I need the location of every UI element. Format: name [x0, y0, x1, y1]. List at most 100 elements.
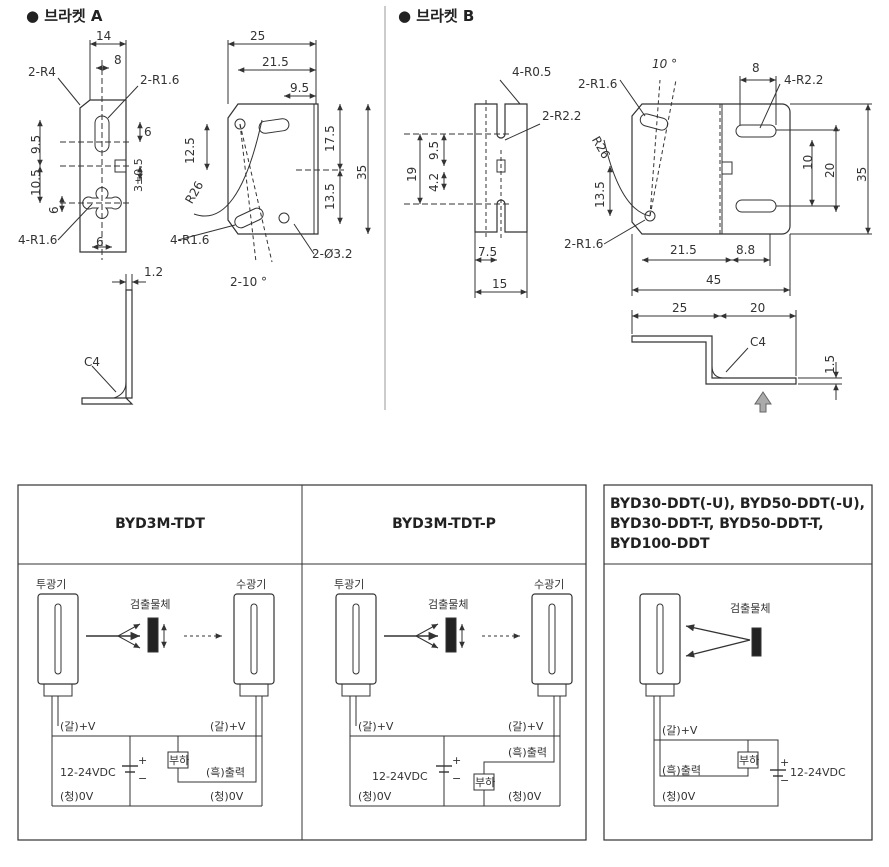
- dim-b-r2-2-left: 2-R2.2: [542, 109, 581, 123]
- dim-a-12-5: 12.5: [183, 137, 197, 164]
- circuit-panel-3: BYD30-DDT(-U), BYD50-DDT(-U), BYD30-DDT-…: [610, 496, 865, 807]
- circuit-1-minus: −: [138, 772, 147, 785]
- circuit-3-pos: (갈)+V: [662, 723, 698, 737]
- circuit-2-neg-left: (청)0V: [358, 790, 392, 803]
- bracket-a-section: ● 브라켓 A: [18, 7, 371, 405]
- bracket-b-front-view: [404, 79, 541, 298]
- circuit-1-plus: +: [138, 754, 147, 767]
- dim-a-thickness: 1.2: [144, 265, 163, 279]
- circuit-3-neg: (청)0V: [662, 790, 696, 803]
- dim-b-4-2: 4.2: [427, 173, 441, 192]
- dim-a-21-5: 21.5: [262, 55, 289, 69]
- dim-a-hole: 2-Ø3.2: [312, 247, 353, 261]
- bracket-b-title: ● 브라켓 B: [398, 7, 474, 25]
- circuit-panel-2: BYD3M-TDT-P 투광기 수광기 검출물체 (갈)+V (갈)+V 12-…: [334, 516, 573, 807]
- circuit-1-title: BYD3M-TDT: [115, 516, 205, 532]
- circuit-1-receiver: 수광기: [236, 578, 266, 591]
- circuit-1-emitter: 투광기: [36, 578, 66, 591]
- circuit-2-object: 검출물체: [428, 598, 468, 611]
- circuit-2-plus: +: [452, 754, 461, 767]
- dim-a-angle: 2-10 °: [230, 275, 267, 289]
- dim-b-c4: C4: [750, 335, 766, 349]
- dim-a-r1-6-top: 2-R1.6: [140, 73, 179, 87]
- dim-a-9-5: 9.5: [29, 135, 43, 154]
- circuit-2-neg-right: (청)0V: [508, 790, 542, 803]
- dim-a-14: 14: [96, 29, 111, 43]
- bracket-b-bend-view: [631, 310, 842, 413]
- dim-a-17-5: 17.5: [323, 125, 337, 152]
- bracket-b-section: ● 브라켓 B: [398, 7, 872, 413]
- dim-b-19: 19: [405, 167, 419, 182]
- dim-a-25: 25: [250, 29, 265, 43]
- circuit-1-neg-left: (청)0V: [60, 790, 94, 803]
- circuit-2-load: 부하: [475, 775, 495, 789]
- dim-a-35: 35: [355, 165, 369, 180]
- dim-b-r1-6-bottom: 2-R1.6: [564, 237, 603, 251]
- dim-b-25: 25: [672, 301, 687, 315]
- dim-b-21-5: 21.5: [670, 243, 697, 257]
- bracket-a-title: ● 브라켓 A: [26, 7, 103, 25]
- dim-a-c4: C4: [84, 355, 100, 369]
- dim-b-8: 8: [752, 61, 760, 75]
- dim-b-13-5: 13.5: [593, 181, 607, 208]
- circuit-3-title-line-3: BYD100-DDT: [610, 536, 710, 552]
- circuit-3-supply: 12-24VDC: [790, 766, 846, 779]
- dim-a-r26: R26: [182, 179, 206, 206]
- circuit-3-out: (흑)출력: [662, 763, 701, 777]
- dim-a-9-5-top: 9.5: [290, 81, 309, 95]
- dim-a-10-5: 10.5: [29, 169, 43, 196]
- dim-a-r4: 2-R4: [28, 65, 56, 79]
- dim-b-r1-6-top: 2-R1.6: [578, 77, 617, 91]
- dim-a-8: 8: [114, 53, 122, 67]
- circuit-3-title-line-1: BYD30-DDT(-U), BYD50-DDT(-U),: [610, 496, 865, 512]
- dim-a-6-right: 6: [144, 125, 152, 139]
- circuit-2-minus: −: [452, 772, 461, 785]
- dim-a-13-5: 13.5: [323, 183, 337, 210]
- dim-a-6-bottom: 6: [96, 235, 104, 249]
- circuit-2-emitter: 투광기: [334, 578, 364, 591]
- dim-b-angle: 10 °: [652, 57, 677, 71]
- bracket-a-bend-view: [81, 274, 146, 405]
- circuit-3-title-line-2: BYD30-DDT-T, BYD50-DDT-T,: [610, 516, 824, 532]
- dim-b-20: 20: [823, 163, 837, 178]
- dim-b-r0-5: 4-R0.5: [512, 65, 551, 79]
- circuit-3-object: 검출물체: [730, 602, 770, 615]
- bracket-b-side-view: [603, 76, 872, 296]
- dim-a-3: 3±0.5: [132, 158, 145, 192]
- circuit-1-neg-right: (청)0V: [210, 790, 244, 803]
- circuit-table-1: [17, 484, 587, 841]
- circuit-2-title: BYD3M-TDT-P: [392, 516, 496, 532]
- circuit-1-object: 검출물체: [130, 598, 170, 611]
- dim-b-1-5: 1.5: [823, 355, 837, 374]
- dim-a-r1-6-bl: 4-R1.6: [18, 233, 57, 247]
- circuit-1-load: 부하: [169, 753, 189, 767]
- bracket-a-front-view: [37, 40, 143, 260]
- dim-b-45: 45: [706, 273, 721, 287]
- circuit-panel-1: BYD3M-TDT 투광기 수광기 검출물체 (갈)+V (갈)+V 12-24…: [36, 516, 275, 807]
- dim-b-7-5: 7.5: [478, 245, 497, 259]
- circuit-1-pos-right: (갈)+V: [210, 719, 246, 733]
- circuit-2-pos-left: (갈)+V: [358, 719, 394, 733]
- bracket-a-side-view: [177, 40, 371, 263]
- bracket-b-labels: 4-R0.5 2-R2.2 19 9.5 4.2 7.5 15 10 ° 2-R…: [405, 57, 869, 374]
- circuit-3-load: 부하: [739, 753, 759, 767]
- circuit-table-2: [603, 484, 873, 841]
- dim-b-r2-2-right: 4-R2.2: [784, 73, 823, 87]
- circuit-3-minus: −: [780, 774, 789, 787]
- circuit-3-plus: +: [780, 756, 789, 769]
- dim-b-10: 10: [801, 155, 815, 170]
- dim-b-r26: R26: [589, 134, 613, 161]
- dim-a-r1-6-br: 4-R1.6: [170, 233, 209, 247]
- circuit-1-pos-left: (갈)+V: [60, 719, 96, 733]
- circuit-2-supply: 12-24VDC: [372, 770, 428, 783]
- dim-a-6-left: 6: [47, 206, 61, 214]
- circuit-1-supply: 12-24VDC: [60, 766, 116, 779]
- circuit-2-receiver: 수광기: [534, 578, 564, 591]
- dim-b-20-bottom: 20: [750, 301, 765, 315]
- dim-b-15: 15: [492, 277, 507, 291]
- dim-b-35: 35: [855, 167, 869, 182]
- dim-b-9-5: 9.5: [427, 141, 441, 160]
- circuit-2-out: (흑)출력: [508, 745, 547, 759]
- dim-b-8-8: 8.8: [736, 243, 755, 257]
